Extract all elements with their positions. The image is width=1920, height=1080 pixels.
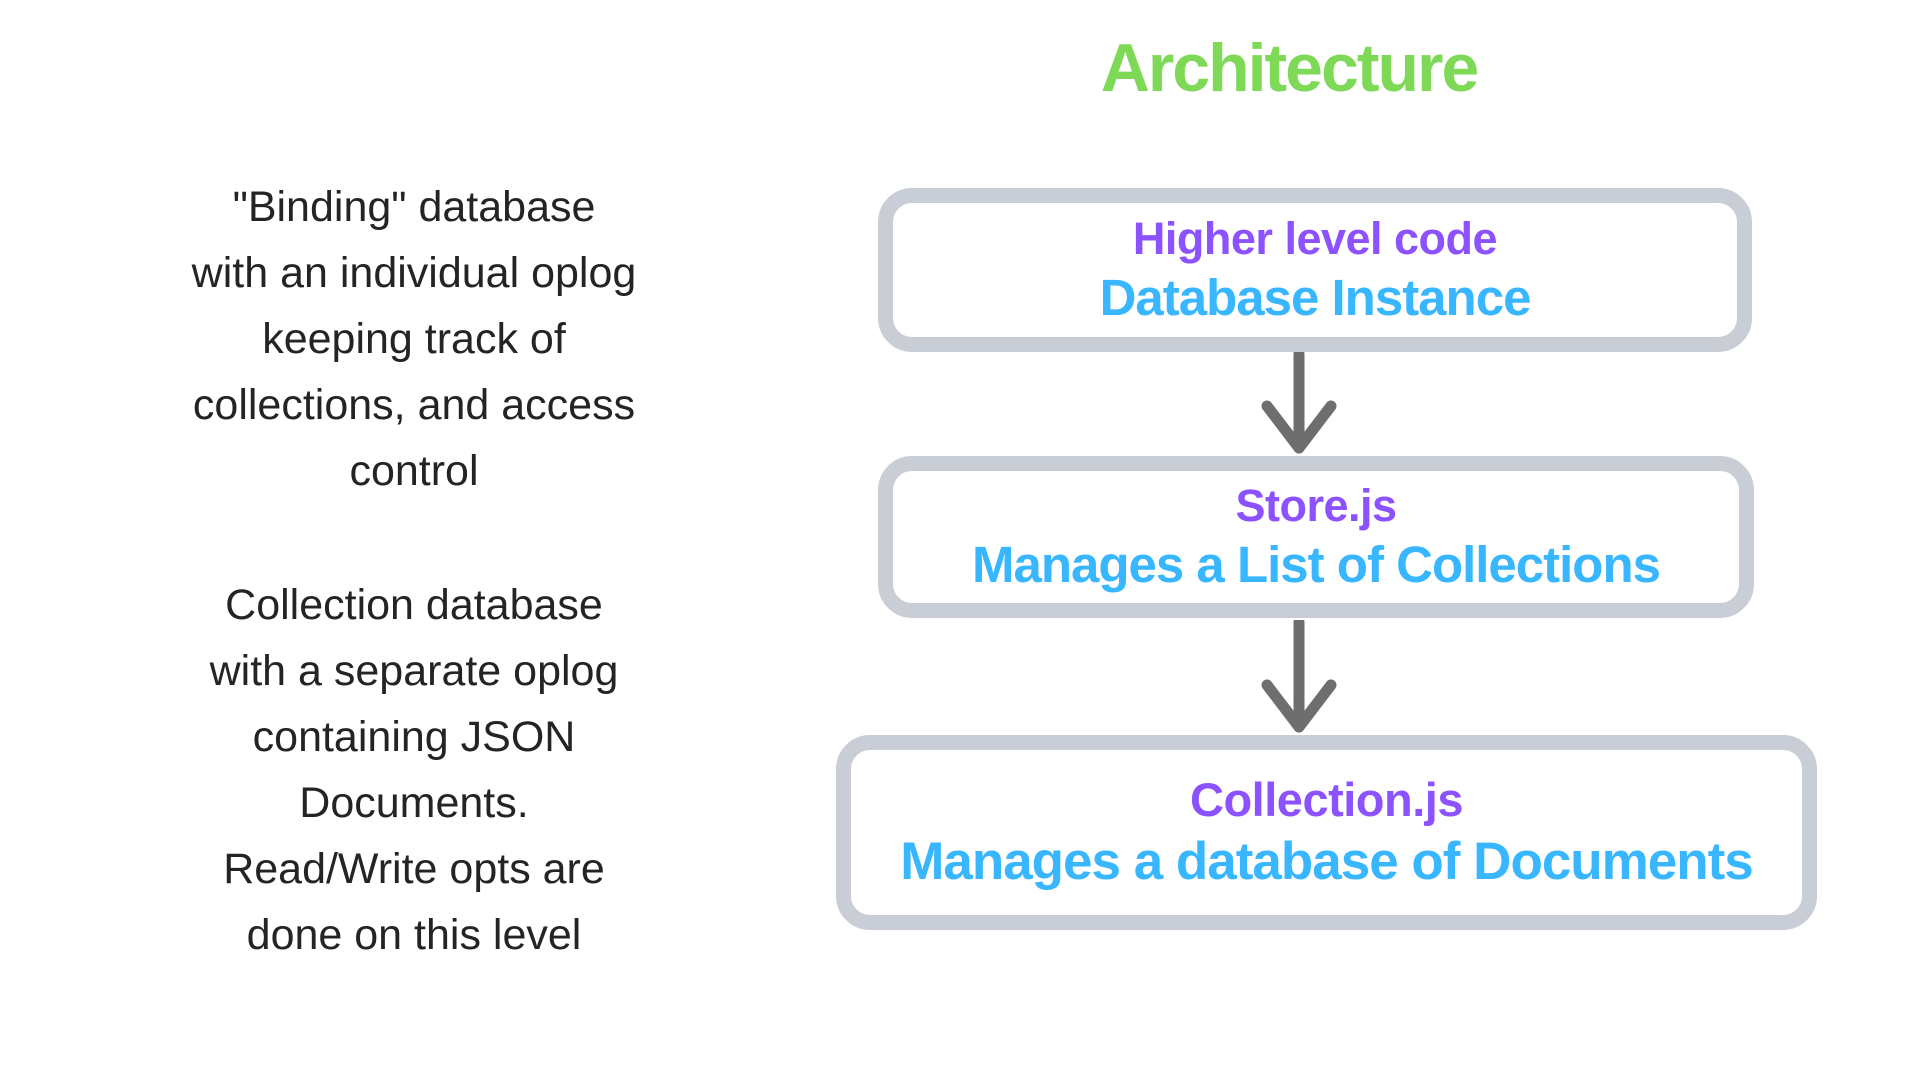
box-title: Collection.js [1190, 773, 1463, 826]
box-subtitle: Database Instance [1099, 269, 1532, 327]
box-subtitle: Manages a database of Documents [900, 831, 1754, 891]
box-store-js: Store.js Manages a List of Collections [878, 456, 1754, 618]
box-collection-js: Collection.js Manages a database of Docu… [836, 735, 1817, 930]
box-title: Higher level code [1132, 212, 1498, 264]
box-database-instance: Higher level code Database Instance [878, 188, 1752, 352]
note-binding-database: "Binding" database with an individual op… [191, 183, 637, 495]
page-title: Architecture [1100, 30, 1480, 106]
flow-arrow-icon [1259, 352, 1339, 454]
box-subtitle: Manages a List of Collections [972, 536, 1661, 594]
note-collection-database: Collection database with a separate oplo… [209, 581, 619, 959]
box-title: Store.js [1235, 479, 1397, 531]
flow-arrow-icon [1259, 620, 1339, 733]
